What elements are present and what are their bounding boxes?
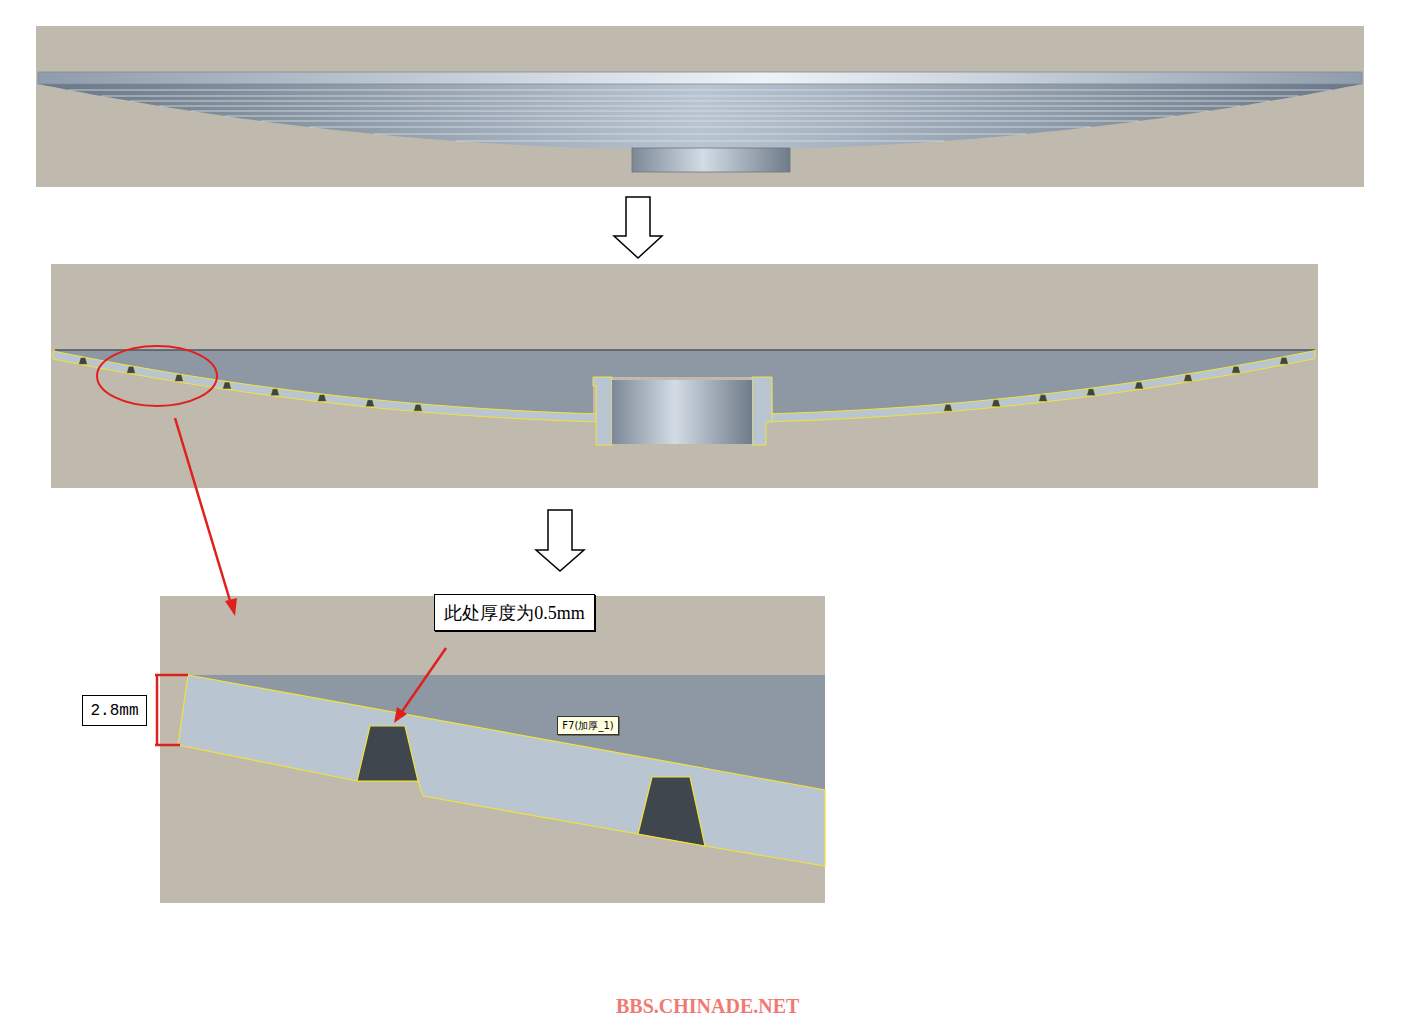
section-view	[51, 264, 1318, 488]
callout-text: 2.8mm	[90, 702, 138, 720]
dimension-line	[156, 675, 159, 745]
callout-marks	[97, 346, 446, 723]
callout-box: F7(加厚_1)	[557, 716, 619, 735]
leader-line	[401, 648, 446, 713]
groove	[1039, 395, 1048, 402]
hub-wall	[593, 377, 612, 445]
layer-step	[159, 105, 1240, 106]
detail-view	[155, 596, 825, 903]
hub-wall	[752, 377, 772, 445]
groove	[1184, 374, 1193, 381]
hub	[632, 148, 790, 172]
groove	[414, 404, 423, 411]
layer-step	[309, 126, 1091, 127]
layer-step	[261, 120, 1139, 121]
leader-line	[175, 418, 231, 604]
callout-text: 此处厚度为0.5mm	[444, 601, 585, 625]
shell-wall	[770, 351, 1315, 422]
groove	[357, 726, 418, 781]
groove	[223, 382, 232, 389]
groove	[79, 357, 88, 364]
groove	[1280, 357, 1289, 364]
layer-step	[374, 133, 1026, 134]
hollow-arrow	[536, 510, 584, 571]
groove	[175, 375, 184, 382]
layer-step	[130, 100, 1271, 101]
disc-view	[36, 26, 1364, 187]
layer-step	[456, 140, 945, 141]
top-plate	[38, 72, 1362, 84]
dome-layers	[40, 84, 1360, 150]
shell-wall	[53, 351, 596, 422]
callout-box: 2.8mm	[82, 695, 147, 726]
groove	[992, 400, 1001, 407]
panel-ground	[36, 26, 1364, 187]
groove	[366, 400, 375, 407]
groove	[1232, 366, 1241, 373]
panel-ground	[160, 596, 825, 903]
groove	[127, 366, 136, 373]
hub-cylinder	[612, 380, 752, 444]
layer-step	[191, 110, 1209, 111]
groove	[1087, 389, 1096, 396]
shell-wall	[178, 675, 825, 866]
highlight-ellipse	[97, 346, 217, 406]
layer-step	[225, 115, 1175, 116]
panel-ground	[51, 264, 1318, 488]
top-edge	[55, 349, 1315, 351]
arrow-head	[394, 707, 407, 723]
groove	[944, 404, 953, 411]
groove	[318, 394, 327, 401]
hollow-arrow	[614, 197, 662, 258]
watermark: BBS.CHINADE.NET	[616, 995, 799, 1018]
dimension-line	[155, 744, 180, 747]
dimension-line	[155, 674, 188, 677]
arrow-head	[225, 598, 237, 616]
groove	[1135, 382, 1144, 389]
callout-box: 此处厚度为0.5mm	[434, 594, 595, 631]
layer-step	[101, 95, 1299, 96]
groove	[271, 389, 280, 396]
layer-step	[69, 89, 1331, 90]
callout-text: F7(加厚_1)	[562, 719, 613, 733]
groove	[638, 777, 705, 846]
